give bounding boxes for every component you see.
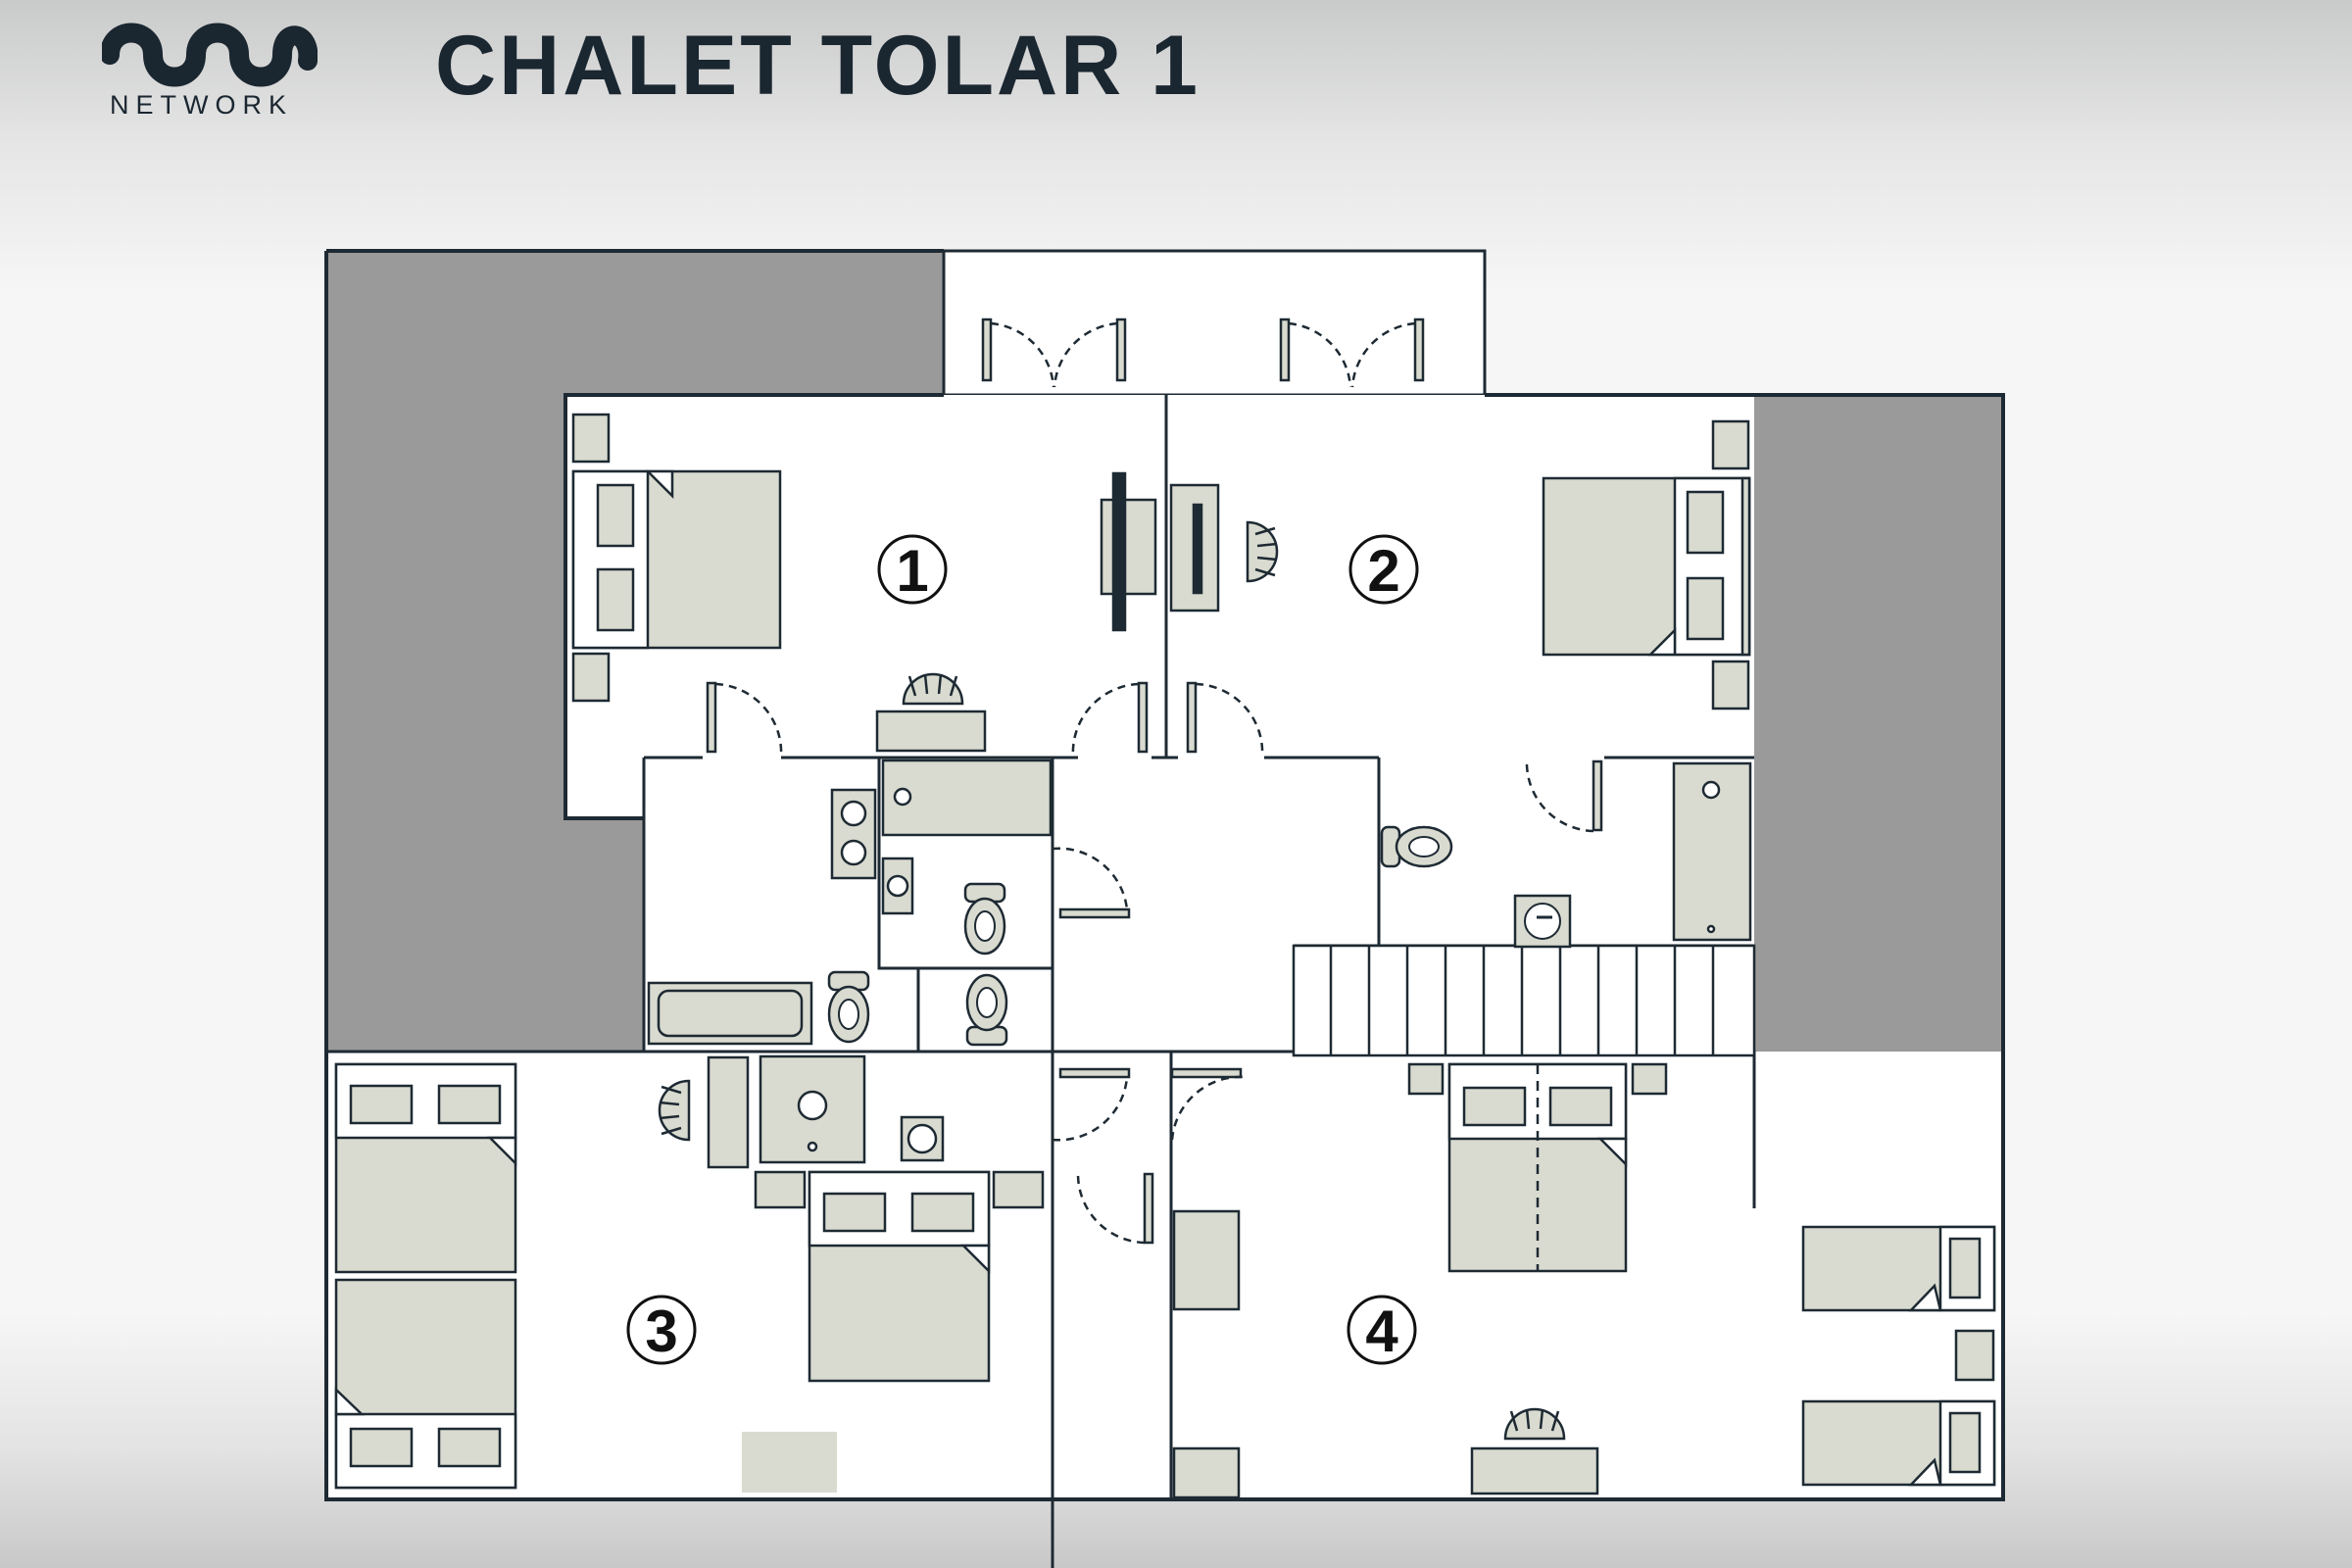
room-label-1: 1 — [896, 538, 928, 604]
room-marker-4: 4 — [1347, 1295, 1417, 1365]
floor-lower — [326, 1052, 2003, 1499]
room1-furniture — [571, 413, 1220, 703]
room-marker-3: 3 — [626, 1295, 697, 1365]
bathroom-room2 — [1672, 761, 1752, 942]
room3-furniture — [334, 1054, 1045, 1493]
room4-furniture — [1172, 1062, 1995, 1499]
brand-name: NETWORK — [110, 90, 293, 120]
balcony — [942, 249, 1487, 397]
balcony-doors — [981, 318, 1425, 388]
room-label-3: 3 — [645, 1298, 677, 1364]
brand-logo-icon — [102, 23, 318, 87]
room2-furniture — [1542, 419, 1751, 710]
staircase — [1292, 944, 1756, 1057]
outer-walls — [324, 249, 2005, 1501]
room-marker-2: 2 — [1348, 534, 1419, 605]
page-title: CHALET TOLAR 1 — [435, 19, 1200, 113]
room-marker-1: 1 — [877, 534, 948, 605]
interior-doors — [706, 681, 1603, 1245]
bathroom-central — [647, 710, 1053, 1046]
room-label-2: 2 — [1367, 538, 1399, 604]
room-label-4: 4 — [1365, 1298, 1398, 1364]
